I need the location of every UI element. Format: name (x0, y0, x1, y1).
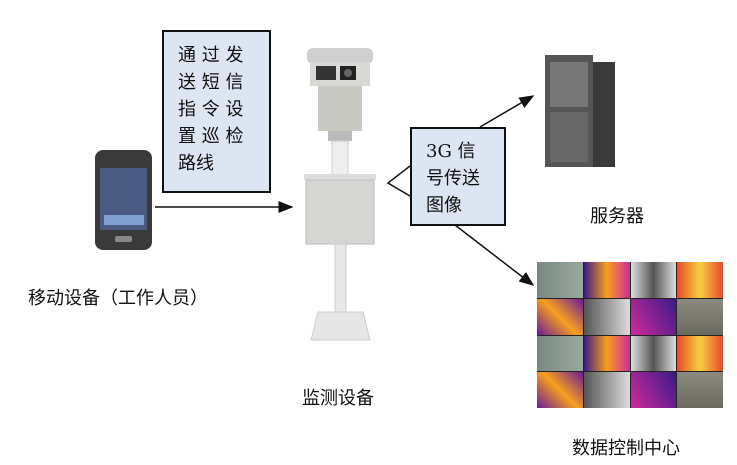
video-tile (630, 262, 677, 298)
video-tile (537, 335, 583, 372)
video-tile (677, 335, 723, 372)
video-tile (583, 298, 630, 335)
callout-line: 路线 (178, 153, 214, 174)
control-center-video-wall (537, 262, 723, 408)
callout-line: 3G 信 (426, 141, 476, 162)
signal-callout-pointer (386, 165, 411, 197)
video-tile (537, 298, 583, 335)
callout-line: 置 巡 检 (178, 126, 244, 147)
callout-line: 指 令 设 (178, 99, 244, 120)
video-tile (583, 372, 630, 408)
video-tile (537, 262, 583, 298)
monitor-device-image (304, 48, 376, 341)
video-tile (630, 335, 677, 372)
3g-signal-callout: 3G 信 号传送 图像 (410, 127, 506, 226)
control-center-label: 数据控制中心 (572, 438, 680, 459)
video-tile (537, 372, 583, 408)
video-tile (583, 335, 630, 372)
monitor-device-label: 监测设备 (302, 388, 374, 409)
mobile-device-label: 移动设备（工作人员） (28, 288, 208, 309)
arrow-to-control (454, 224, 535, 286)
video-tile (677, 298, 723, 335)
video-tile (583, 262, 630, 298)
callout-line: 通 过 发 (178, 45, 244, 66)
server-image (545, 55, 615, 167)
video-tile (630, 298, 677, 335)
phone-image (95, 150, 152, 250)
video-tile (677, 262, 723, 298)
server-label: 服务器 (590, 206, 644, 227)
callout-line: 送 短 信 (178, 72, 244, 93)
callout-line: 图像 (426, 195, 462, 216)
sms-command-callout: 通 过 发 送 短 信 指 令 设 置 巡 检 路线 (162, 30, 271, 193)
video-tile (677, 372, 723, 408)
video-tile (630, 372, 677, 408)
arrow-to-server (479, 95, 535, 128)
callout-line: 号传送 (426, 168, 480, 189)
